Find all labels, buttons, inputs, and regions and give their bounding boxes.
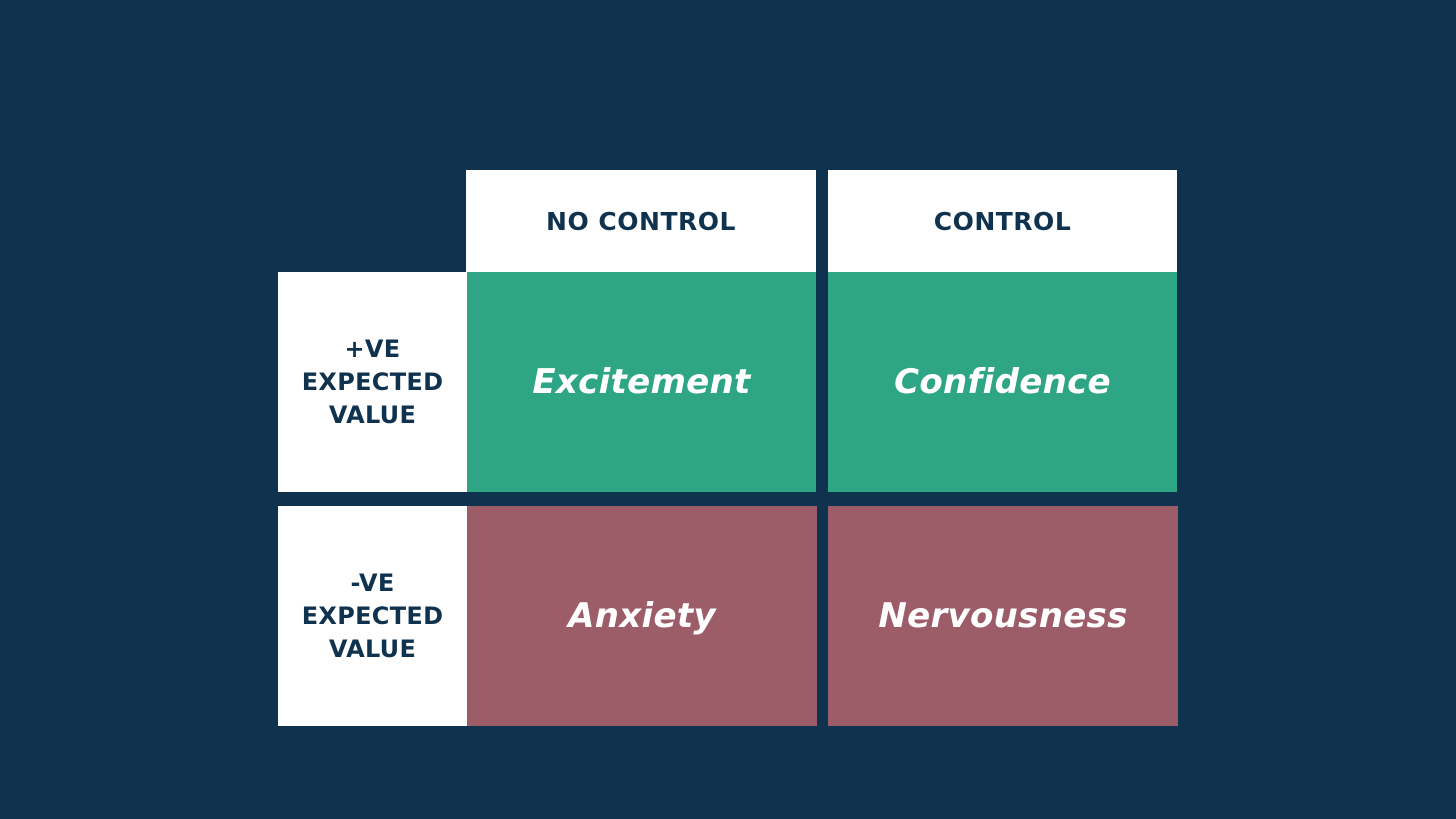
row-header-positive-line-2: EXPECTED: [301, 367, 444, 396]
matrix-cell-nervousness: Nervousness: [828, 506, 1178, 726]
emotion-label-confidence: Confidence: [894, 362, 1111, 402]
row-header-negative-line-1: -VE: [350, 568, 395, 597]
emotion-label-anxiety: Anxiety: [568, 596, 716, 636]
emotion-label-nervousness: Nervousness: [878, 596, 1128, 636]
row-header-negative-line-2: EXPECTED: [301, 601, 444, 630]
column-header-no-control-label: NO CONTROL: [546, 206, 736, 236]
row-header-negative-line-3: VALUE: [328, 634, 417, 663]
emotion-label-excitement: Excitement: [532, 362, 751, 402]
column-header-control-label: CONTROL: [933, 206, 1072, 236]
matrix-cell-excitement: Excitement: [467, 272, 816, 492]
row-header-negative-expected-value: -VE EXPECTED VALUE: [278, 506, 467, 726]
column-header-no-control: NO CONTROL: [466, 170, 816, 272]
matrix-cell-anxiety: Anxiety: [467, 506, 817, 726]
row-header-positive-line-1: +VE: [344, 334, 401, 363]
row-header-positive-expected-value: +VE EXPECTED VALUE: [278, 272, 467, 492]
matrix-cell-confidence: Confidence: [828, 272, 1177, 492]
row-header-positive-line-3: VALUE: [328, 400, 417, 429]
column-header-control: CONTROL: [828, 170, 1177, 272]
